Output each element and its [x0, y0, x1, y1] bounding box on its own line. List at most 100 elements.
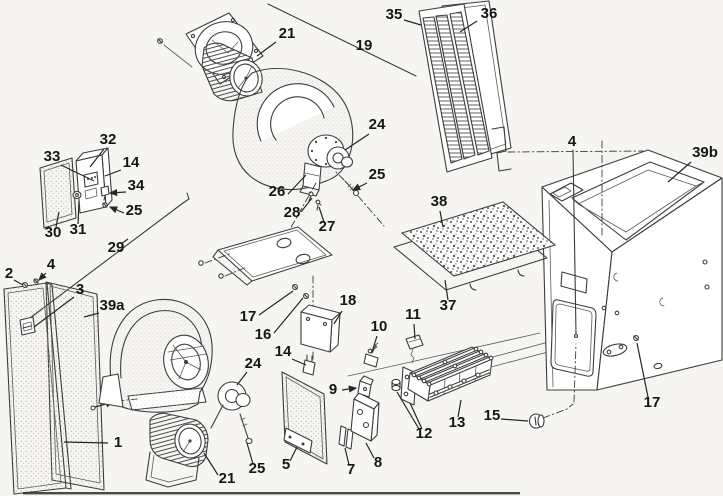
- svg-text:1: 1: [114, 434, 122, 451]
- svg-text:24: 24: [245, 355, 262, 372]
- callout-21-bottom: 21: [203, 452, 236, 487]
- callout-7: 7: [344, 447, 355, 478]
- svg-text:33: 33: [44, 148, 61, 165]
- louvered-door-35: [418, 3, 493, 173]
- svg-text:9: 9: [329, 381, 337, 398]
- svg-text:7: 7: [347, 461, 355, 478]
- igniter-bracket-8: [350, 392, 380, 442]
- svg-text:21: 21: [279, 25, 296, 42]
- callout-21-top: 21: [256, 25, 296, 57]
- blower-wheel-bottom: [145, 412, 209, 488]
- callout-31: 31: [70, 200, 87, 238]
- inducer-motor: [326, 146, 354, 170]
- callout-32: 32: [89, 131, 117, 168]
- callout-12: 12: [396, 391, 432, 442]
- cap-knob-15: [528, 343, 577, 429]
- grommet-31: [72, 190, 82, 200]
- callout-33: 33: [44, 148, 95, 182]
- motor-bracket-26: [299, 162, 322, 197]
- callout-17-mid: 17: [240, 290, 294, 325]
- callout-39b: 39b: [667, 144, 718, 183]
- rod-4: [572, 149, 579, 339]
- svg-text:39a: 39a: [99, 297, 125, 314]
- callout-13: 13: [449, 399, 465, 431]
- burner-assembly-13: [400, 339, 557, 406]
- clip-nut-14-mid: [302, 354, 316, 376]
- callout-2: 2: [5, 265, 24, 286]
- svg-text:18: 18: [340, 292, 357, 309]
- svg-text:11: 11: [405, 306, 421, 323]
- svg-text:17: 17: [240, 308, 257, 325]
- svg-text:37: 37: [440, 297, 457, 314]
- door-z-bracket: [491, 126, 512, 172]
- svg-text:31: 31: [70, 221, 87, 238]
- burner-tubes: [411, 346, 494, 387]
- callout-27: 27: [318, 206, 336, 235]
- svg-text:34: 34: [128, 177, 145, 194]
- callout-11: 11: [405, 306, 421, 340]
- svg-text:32: 32: [100, 131, 117, 148]
- svg-text:4: 4: [568, 133, 577, 150]
- svg-text:25: 25: [126, 202, 143, 219]
- svg-text:15: 15: [484, 407, 501, 424]
- svg-text:17: 17: [644, 394, 661, 411]
- svg-text:14: 14: [275, 343, 292, 360]
- bracket-clip-9: [357, 375, 374, 398]
- callout-8: 8: [365, 442, 382, 471]
- assembly-line-19: [267, 3, 417, 77]
- angle-bracket-18: [300, 304, 341, 353]
- callout-25-top: 25: [351, 166, 386, 191]
- callout-17-right: 17: [636, 342, 661, 411]
- callout-14-top: 14: [104, 154, 140, 177]
- svg-text:21: 21: [219, 470, 236, 487]
- callout-19: 19: [356, 37, 373, 54]
- svg-text:25: 25: [369, 166, 386, 183]
- callout-29: 29: [108, 238, 129, 256]
- svg-text:14: 14: [123, 154, 140, 171]
- svg-text:2: 2: [5, 265, 13, 282]
- svg-text:24: 24: [369, 116, 386, 133]
- callout-38: 38: [431, 193, 448, 228]
- blower-deck-plate: [198, 226, 333, 286]
- callout-25-bottom: 25: [246, 442, 265, 477]
- svg-text:4: 4: [47, 256, 56, 273]
- callout-24-mid: 24: [236, 355, 262, 386]
- callout-30: 30: [45, 211, 61, 241]
- callout-34: 34: [108, 177, 145, 197]
- svg-text:38: 38: [431, 193, 448, 210]
- mounting-screw-top: [157, 38, 193, 68]
- callout-24-top: 24: [344, 116, 386, 151]
- front-door-panel-1: [3, 282, 72, 495]
- callout-36: 36: [459, 5, 498, 33]
- callout-3: 3: [33, 281, 84, 328]
- callout-25-box: 25: [108, 202, 143, 219]
- control-box: [75, 147, 113, 214]
- control-box-cover: [39, 157, 77, 229]
- screw-25-box: [102, 202, 108, 208]
- svg-text:10: 10: [371, 318, 388, 335]
- spacer-strips-7: [338, 425, 354, 450]
- svg-text:27: 27: [319, 218, 336, 235]
- inducer-housing: [232, 67, 354, 191]
- svg-text:16: 16: [255, 326, 272, 343]
- access-panel-5: [281, 371, 328, 465]
- callout-26: 26: [269, 174, 307, 200]
- svg-text:26: 26: [269, 183, 286, 200]
- screw-27: [315, 199, 322, 211]
- bolt-25-bottom: [239, 413, 253, 445]
- callout-4-left: 4: [38, 256, 56, 281]
- callout-37: 37: [440, 279, 457, 314]
- air-filter-38: [400, 201, 557, 277]
- callout-9: 9: [329, 381, 358, 398]
- svg-text:28: 28: [284, 204, 301, 221]
- svg-text:36: 36: [481, 5, 498, 22]
- callout-15: 15: [484, 407, 529, 424]
- callout-28: 28: [284, 197, 313, 221]
- blower-motor-bottom: [210, 381, 251, 429]
- svg-text:5: 5: [282, 456, 290, 473]
- svg-text:29: 29: [108, 239, 125, 256]
- callout-layer: 21 19 35 36 24 25 26 28 27 32 33 14 34 2…: [5, 5, 718, 487]
- callout-18: 18: [333, 292, 357, 325]
- svg-text:8: 8: [374, 454, 382, 471]
